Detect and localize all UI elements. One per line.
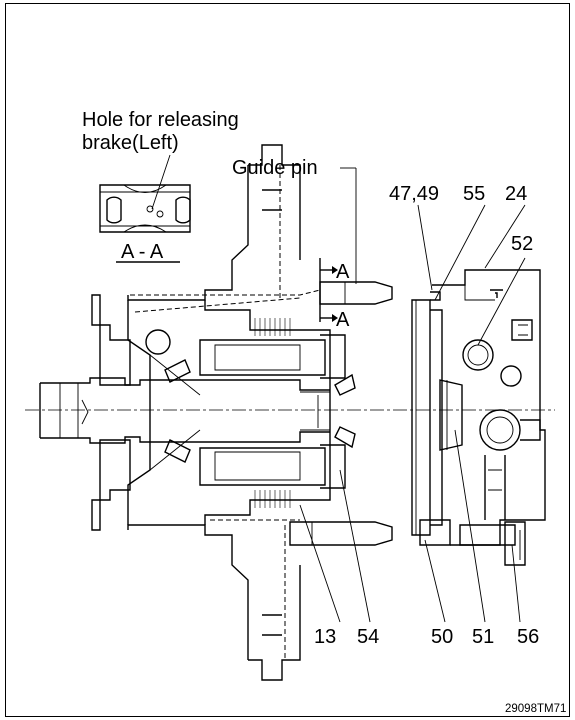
- callout-47-49: 47,49: [389, 183, 439, 205]
- reference-code: 29098TM71: [505, 703, 566, 715]
- leader-lines-top: [417, 204, 526, 346]
- callout-54: 54: [357, 626, 379, 648]
- callout-52: 52: [511, 233, 533, 255]
- guide-pin-label: Guide pin: [232, 157, 318, 179]
- callout-51: 51: [472, 626, 494, 648]
- callout-13: 13: [314, 626, 336, 648]
- callout-24: 24: [505, 183, 527, 205]
- brake-hole-label-line2: brake(Left): [82, 132, 179, 154]
- section-a-a-inset: [99, 154, 191, 233]
- hub-body: [39, 144, 356, 681]
- guide-pin-leader: [340, 167, 357, 284]
- drawing-frame: [5, 3, 570, 717]
- section-markers: [319, 258, 338, 322]
- callout-50: 50: [431, 626, 453, 648]
- section-marker-bottom: A: [336, 309, 350, 331]
- cover-plate: [411, 299, 463, 546]
- guide-pin-upper: [319, 281, 393, 305]
- callout-55: 55: [463, 183, 485, 205]
- guide-pin-lower: [289, 521, 393, 546]
- callout-56: 56: [517, 626, 539, 648]
- section-a-a-label: A - A: [121, 241, 164, 263]
- leader-lines-bottom: [299, 429, 521, 623]
- section-marker-top: A: [336, 261, 350, 283]
- brake-hole-label-line1: Hole for releasing: [82, 109, 239, 131]
